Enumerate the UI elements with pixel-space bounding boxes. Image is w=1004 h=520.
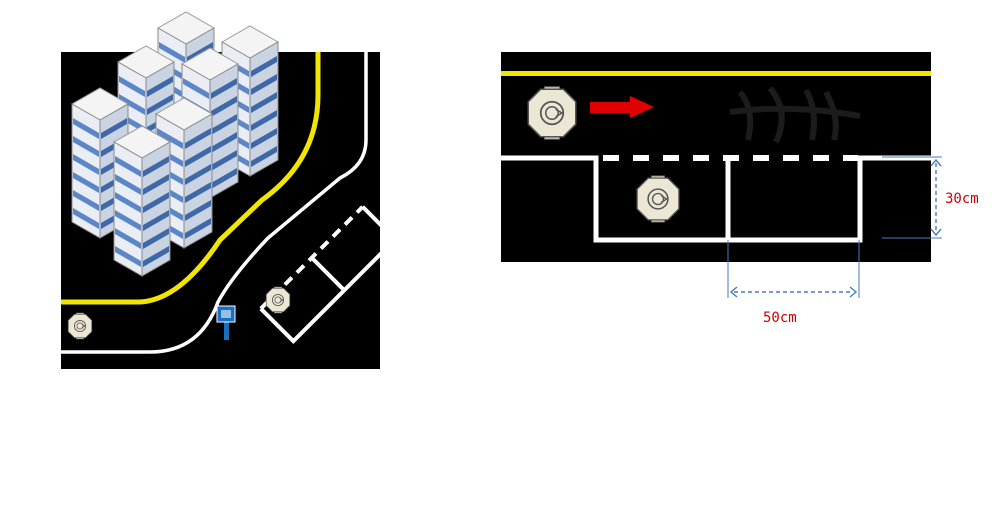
parking-sign-icon [216, 305, 236, 340]
left-road-edge [61, 52, 368, 354]
right-diagram-panel: 30cm 50cm [501, 52, 979, 326]
width-dimension-label: 50cm [763, 310, 797, 326]
direction-arrow-icon [590, 96, 654, 118]
height-dimension [882, 156, 942, 239]
right-center-line [501, 71, 931, 76]
car-icon [67, 312, 93, 340]
car-icon [527, 85, 577, 141]
road-marks [729, 86, 861, 144]
height-dimension-label: 30cm [945, 191, 979, 207]
building-icon [113, 125, 171, 277]
car-icon [636, 175, 680, 223]
width-dimension [727, 240, 860, 298]
left-map-panel [61, 11, 399, 369]
car-icon [265, 286, 291, 314]
left-center-line [61, 52, 321, 305]
